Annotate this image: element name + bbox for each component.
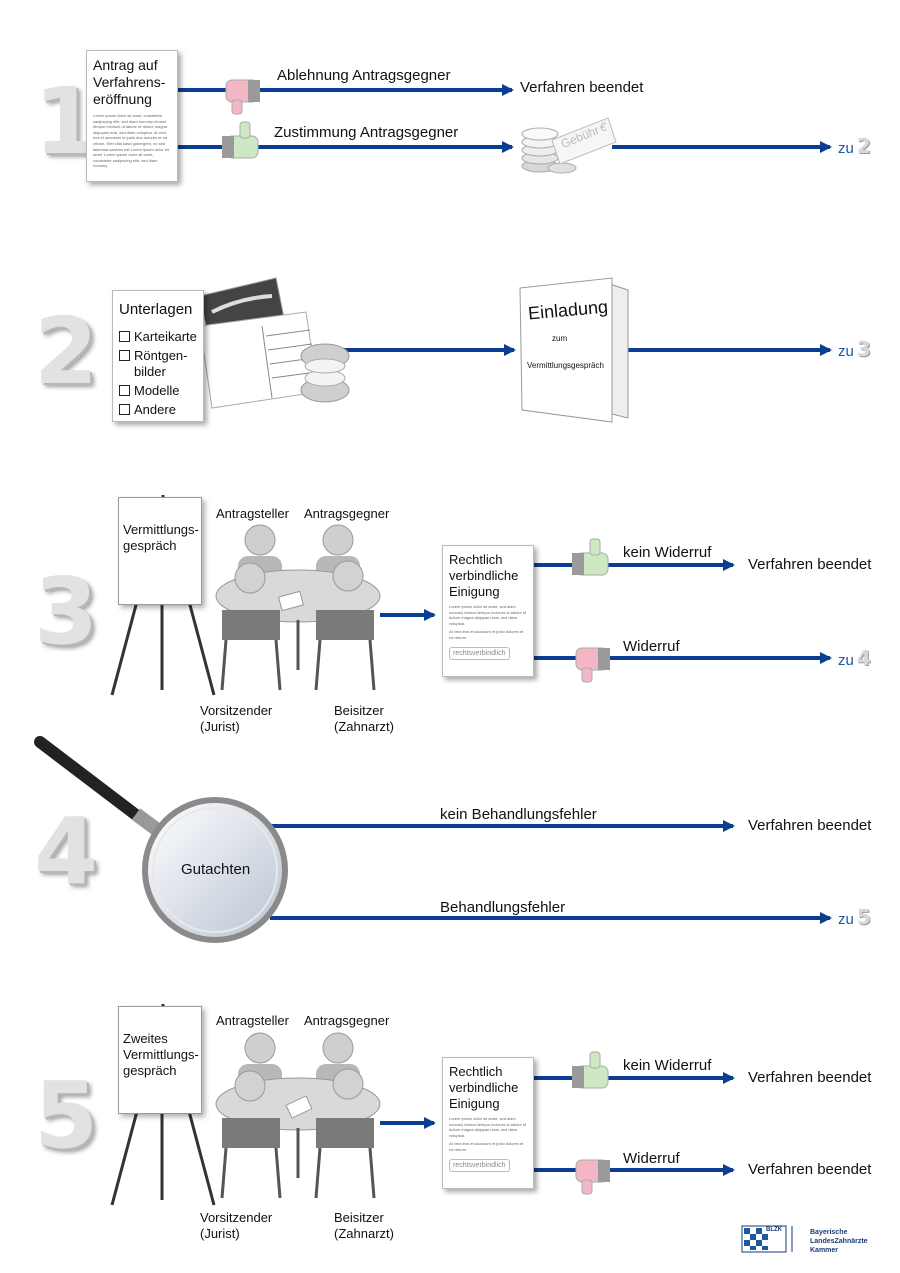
dental-model-icon (300, 343, 350, 403)
invitation-card (519, 277, 629, 423)
zu-label: zu (838, 140, 854, 157)
coins-icon (521, 127, 577, 174)
label-gutachten: Gutachten (181, 861, 251, 878)
label-jurist: (Jurist) (200, 719, 240, 734)
logo-line: LandesZahnärzte (810, 1238, 868, 1245)
step-number: 3 (34, 558, 99, 665)
label-antragsteller: Antragsteller (216, 1013, 289, 1028)
easel-line: gespräch (123, 1063, 177, 1078)
thumbs-down-icon (575, 1159, 610, 1195)
euro-symbol: € (600, 120, 607, 134)
thumbs-up-icon (572, 538, 609, 576)
logo-abbr: BLZK (766, 1227, 782, 1233)
step-number: 4 (34, 798, 99, 905)
application-document: Antrag auf Verfahrens-eröffnung Lorem ip… (86, 50, 178, 182)
meeting-group (215, 524, 381, 691)
thumbs-up-icon (572, 1051, 609, 1089)
checkbox-icon (119, 404, 130, 415)
label-beisitzer: Beisitzer (334, 1210, 384, 1225)
label-verfahren-beendet: Verfahren beendet (520, 79, 644, 96)
document-body: At vero eos et accusam et justo dolores … (449, 1141, 524, 1152)
meeting-group (215, 1032, 381, 1199)
label-verfahren-beendet: Verfahren beendet (748, 817, 872, 834)
easel-line: gespräch (123, 538, 177, 553)
checkbox-icon (119, 350, 130, 361)
easel-board: Zweites Vermittlungs- gespräch (118, 1006, 202, 1114)
label-widerruf: Widerruf (623, 1150, 680, 1167)
banknote-icon (551, 117, 617, 165)
step-number: 5 (34, 1062, 99, 1169)
document-title: Rechtlich verbindliche Einigung (449, 1064, 519, 1111)
label-antragsteller: Antragsteller (216, 506, 289, 521)
logo-line: Bayerische (810, 1229, 848, 1236)
step-number: 2 (34, 298, 99, 405)
agreement-document: Rechtlich verbindliche Einigung Lorem ip… (442, 545, 534, 677)
invitation-subtitle: Vermittlungsgespräch (527, 361, 604, 370)
label-beisitzer: Beisitzer (334, 703, 384, 718)
label-vorsitzender: Vorsitzender (200, 703, 273, 718)
document-title: Antrag auf Verfahrens-eröffnung (93, 57, 166, 107)
document-body: Lorem ipsum dolor sit amet, sed diam non… (449, 604, 527, 626)
document-body: At vero eos et accusam et justo dolores … (449, 629, 524, 640)
thumbs-up-icon (222, 121, 259, 159)
document-body: Lorem ipsum dolor sit amet, sed diam non… (449, 1116, 527, 1138)
zu-label: zu (838, 652, 854, 669)
easel-line: Vermittlungs- (123, 522, 199, 537)
patient-card (199, 311, 319, 409)
checklist-item: Röntgen- (119, 348, 197, 364)
label-verfahren-beendet: Verfahren beendet (748, 1069, 872, 1086)
label-vorsitzender: Vorsitzender (200, 1210, 273, 1225)
label-kein-widerruf: kein Widerruf (623, 1057, 712, 1074)
label-behandlungsfehler: Behandlungsfehler (440, 899, 566, 916)
checklist-item: Modelle (119, 383, 197, 399)
easel-line: Zweites (123, 1031, 168, 1046)
checklist-title: Unterlagen (119, 301, 193, 318)
label-verfahren-beendet: Verfahren beendet (748, 556, 872, 573)
thumbs-down-icon (225, 79, 260, 115)
easel-icon (110, 495, 216, 696)
zu-label: zu (838, 343, 854, 360)
checkbox-icon (119, 331, 130, 342)
documents-checklist: Unterlagen Karteikarte Röntgen- bilder M… (112, 290, 204, 422)
blzk-logo-icon (741, 1225, 793, 1253)
label-verfahren-beendet: Verfahren beendet (748, 1161, 872, 1178)
label-zahnarzt: (Zahnarzt) (334, 719, 394, 734)
checklist-item: Andere (119, 402, 197, 418)
label-antragsgegner: Antragsgegner (304, 1013, 390, 1028)
label-zahnarzt: (Zahnarzt) (334, 1226, 394, 1241)
magnifying-glass-icon (34, 736, 288, 943)
label-ablehnung: Ablehnung Antragsgegner (277, 67, 451, 84)
zu-number: 4 (856, 646, 871, 670)
easel-line: Vermittlungs- (123, 1047, 199, 1062)
zu-label: zu (838, 911, 854, 928)
label-widerruf: Widerruf (623, 638, 680, 655)
label-kein-behandlungsfehler: kein Behandlungsfehler (440, 806, 597, 823)
document-title: Rechtlich verbindliche Einigung (449, 552, 519, 599)
checkbox-icon (119, 385, 130, 396)
zu-number: 2 (856, 134, 871, 158)
thumbs-down-icon (575, 647, 610, 683)
label-jurist: (Jurist) (200, 1226, 240, 1241)
invitation-zum: zum (552, 334, 568, 343)
label-antragsgegner: Antragsgegner (304, 506, 390, 521)
document-body: Lorem ipsum dolor sit amet, consetetur s… (93, 113, 169, 169)
checklist-item: Karteikarte (119, 329, 197, 345)
easel-board: Vermittlungs- gespräch (118, 497, 202, 605)
zu-number: 5 (856, 905, 871, 929)
legal-stamp: rechtsverbindlich (449, 1158, 510, 1172)
checklist-item-cont: bilder (134, 364, 166, 379)
label-kein-widerruf: kein Widerruf (623, 544, 712, 561)
easel-icon (110, 1004, 216, 1206)
logo-line: Kammer (810, 1247, 839, 1254)
agreement-document: Rechtlich verbindliche Einigung Lorem ip… (442, 1057, 534, 1189)
label-zustimmung: Zustimmung Antragsgegner (274, 124, 459, 141)
legal-stamp: rechtsverbindlich (449, 646, 510, 660)
zu-number: 3 (856, 337, 871, 361)
